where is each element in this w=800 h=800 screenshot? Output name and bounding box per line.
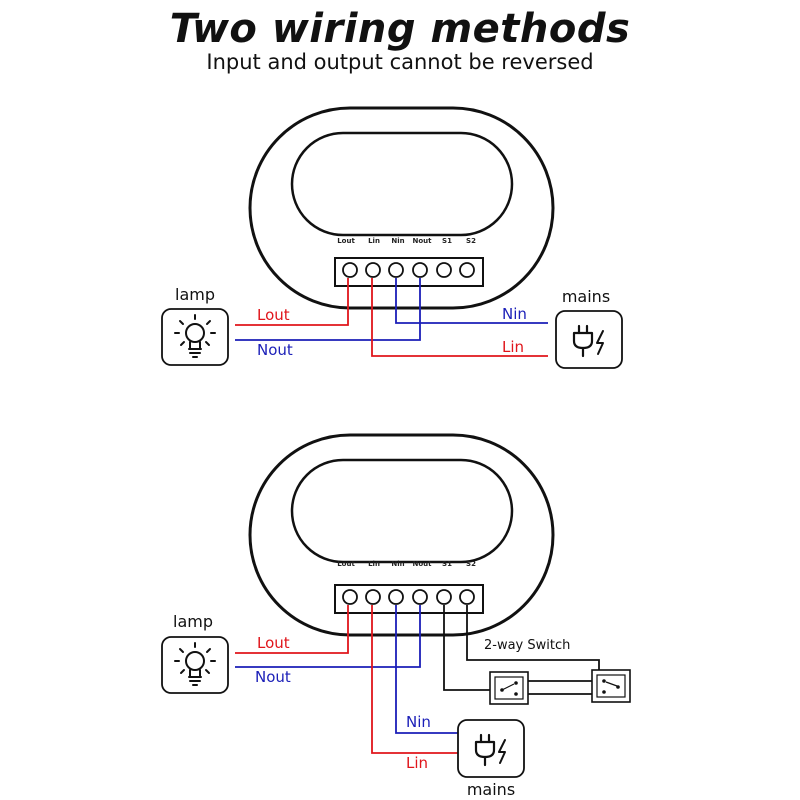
module-body (248, 433, 555, 637)
power-plug-icon (572, 324, 604, 358)
wire-lin (371, 278, 548, 357)
terminal-label-nin: Nin (391, 560, 404, 568)
light-bulb-icon (174, 642, 216, 686)
terminal-label-lin: Lin (368, 237, 380, 245)
switch-label: 2-way Switch (484, 638, 570, 653)
lamp-label: lamp (175, 285, 215, 304)
wire-label-lin: Lin (406, 754, 428, 772)
module-body (248, 106, 555, 310)
module-window (290, 458, 514, 564)
wire-nout (235, 605, 421, 668)
wire-label-nout: Nout (257, 341, 293, 359)
terminal-label-s1: S1 (442, 237, 452, 245)
wire-label-nout: Nout (255, 668, 291, 686)
terminal-label-nin: Nin (391, 237, 404, 245)
terminal-screws (342, 589, 475, 605)
wire-label-lout: Lout (257, 634, 290, 652)
terminal-screws (342, 262, 475, 278)
method-2: Lout Lin Nin Nout S1 S2 Lout (161, 433, 631, 799)
wire-nout (235, 278, 421, 341)
wire-lout (235, 605, 349, 654)
wire-label-nin: Nin (502, 305, 527, 323)
mains-label: mains (467, 780, 515, 799)
terminal-label-lin: Lin (368, 560, 380, 568)
wire-nin (395, 605, 458, 734)
switch-wires (443, 605, 600, 695)
method-1: Lout Lin Nin Nout S1 S2 Lout Nout Nin Li… (161, 106, 623, 369)
wire-lin (371, 605, 458, 754)
lamp-label: lamp (173, 612, 213, 631)
terminal-label-nout: Nout (413, 237, 433, 245)
wire-label-lout: Lout (257, 306, 290, 324)
terminal-label-s2: S2 (466, 560, 476, 568)
diagram-subtitle: Input and output cannot be reversed (206, 50, 594, 74)
light-bulb-icon (174, 314, 216, 358)
wire-nin (395, 278, 548, 324)
terminal-label-s1: S1 (442, 560, 452, 568)
mains-label: mains (562, 287, 610, 306)
terminal-label-lout: Lout (337, 237, 355, 245)
mains-box (555, 310, 623, 369)
wire-label-lin: Lin (502, 338, 524, 356)
two-way-switch-icon (591, 669, 631, 703)
mains-box (457, 719, 525, 778)
module-window (290, 131, 514, 237)
lamp-box (161, 636, 229, 694)
terminal-block (334, 257, 484, 287)
power-plug-icon (474, 733, 506, 767)
terminal-label-s2: S2 (466, 237, 476, 245)
terminal-block (334, 584, 484, 614)
wire-lout (235, 278, 349, 326)
lamp-box (161, 308, 229, 366)
two-way-switch-icon (489, 671, 529, 705)
terminal-label-nout: Nout (413, 560, 433, 568)
wire-label-nin: Nin (406, 713, 431, 731)
terminal-label-lout: Lout (337, 560, 355, 568)
diagram-title: Two wiring methods (169, 6, 631, 52)
